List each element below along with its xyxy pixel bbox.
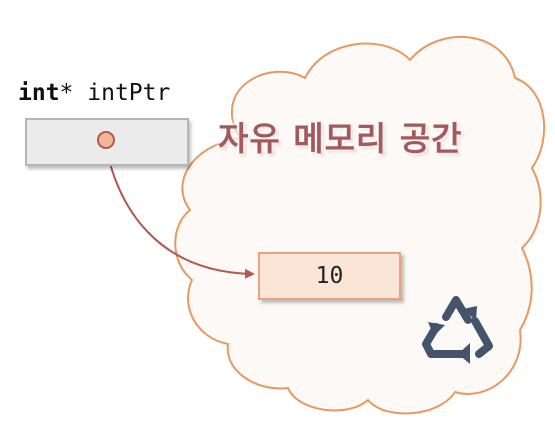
- heap-value: 10: [315, 263, 344, 289]
- pointer-arrow: [105, 146, 255, 279]
- heap-value-box: 10: [258, 252, 401, 300]
- pointer-star: *: [59, 80, 74, 106]
- pointer-variable-box: [25, 118, 189, 166]
- recycle-icon: [422, 296, 493, 358]
- heap-cloud: [174, 35, 546, 415]
- type-keyword: int: [18, 80, 60, 106]
- pointer-declaration: int* intPtr: [18, 80, 170, 106]
- variable-name: intPtr: [87, 80, 171, 106]
- heap-label: 자유 메모리 공간: [218, 119, 463, 158]
- recycle-arrowheads: [428, 306, 477, 364]
